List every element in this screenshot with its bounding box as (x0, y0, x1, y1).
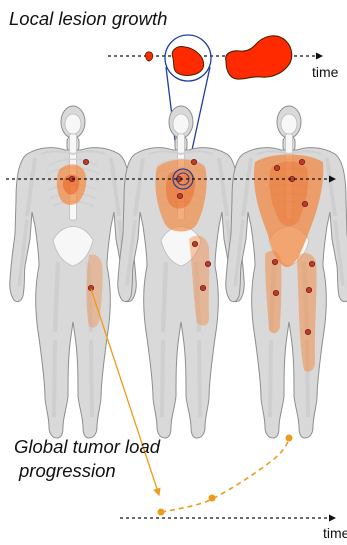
body-figure-1 (10, 106, 137, 438)
global-tumor-load-title: Global tumor load (14, 436, 160, 458)
trend-point-start (158, 509, 165, 516)
lesion-blob-small (145, 52, 152, 61)
lesion-marker-2c (177, 193, 182, 198)
lesion-marker-3f (302, 201, 307, 206)
lesion-marker-3b (299, 159, 304, 164)
lesion-marker-3h (306, 287, 311, 292)
time-label-top: time (312, 64, 338, 80)
trend-point-mid (209, 495, 216, 502)
lesion-marker-2d (205, 261, 210, 266)
lesion-marker-3i (305, 329, 310, 334)
lesion-marker-2e (200, 285, 205, 290)
global-trend-curve (161, 438, 289, 512)
local-lesion-growth-title: Local lesion growth (9, 8, 167, 30)
lesion-blob-medium (172, 47, 203, 76)
body-figure-2 (118, 106, 245, 438)
lesion-marker-3a (274, 165, 279, 170)
lesion-marker-2a (191, 159, 196, 164)
time-label-bottom: time (323, 525, 347, 541)
lesion-marker-3e (273, 290, 278, 295)
lesion-marker-3g (309, 261, 314, 266)
lesion-marker-1a (83, 159, 88, 164)
lesion-marker-2f (192, 241, 197, 246)
trend-point-end (286, 435, 293, 442)
progression-title: progression (19, 460, 116, 482)
lesion-blob-large (226, 36, 292, 79)
lesion-marker-3d (272, 259, 277, 264)
